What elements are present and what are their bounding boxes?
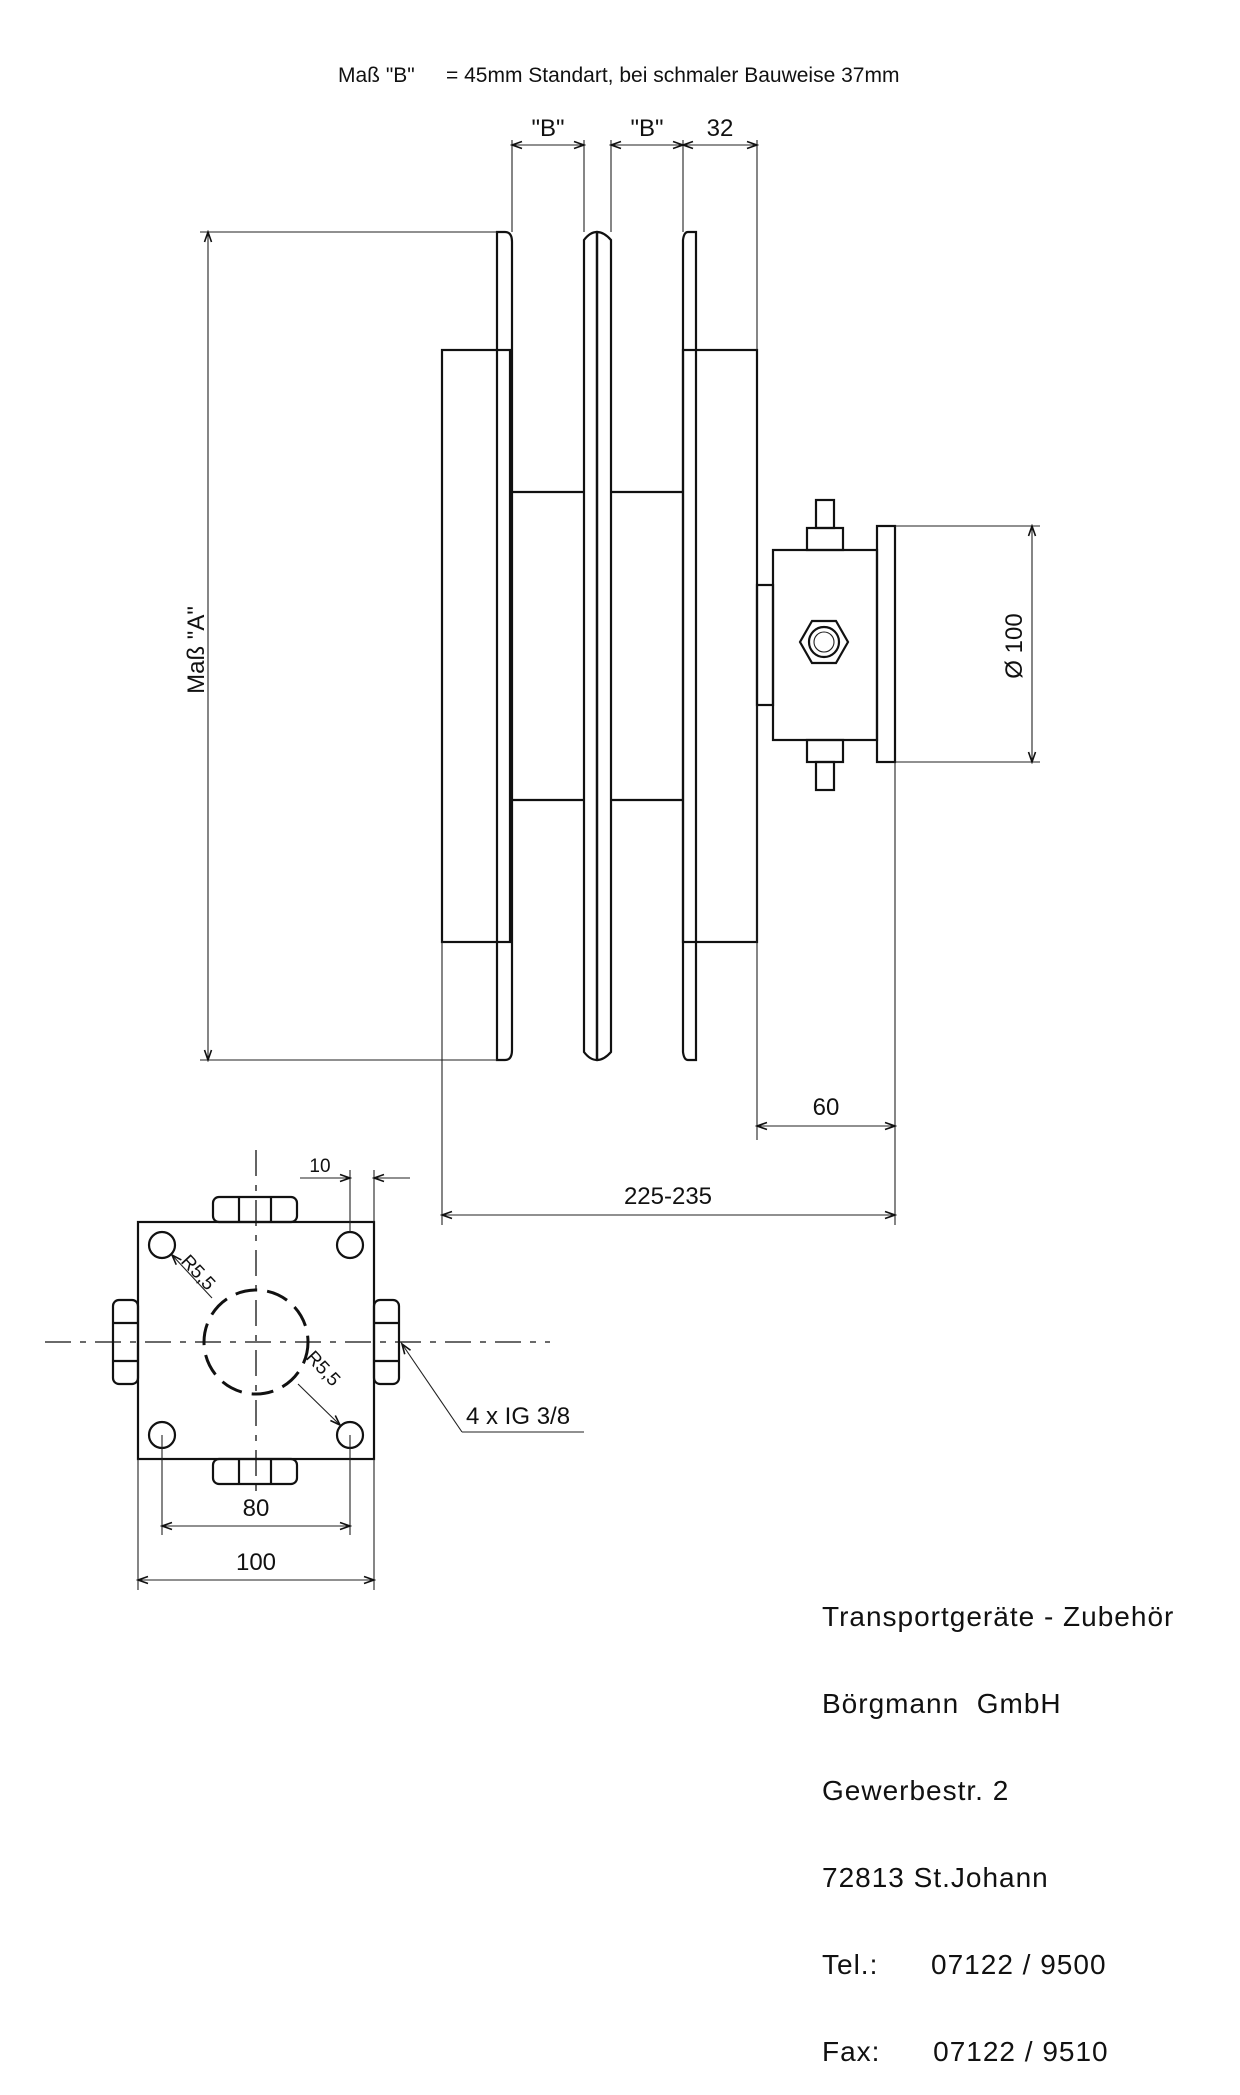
dim-32-label: 32 <box>707 115 734 142</box>
company-line-6: Fax: 07122 / 9510 <box>822 2036 1109 2067</box>
company-line-1: Transportgeräte - Zubehör <box>822 1601 1175 1632</box>
flange-left <box>495 230 514 1062</box>
radius-label-1: R5,5 <box>176 1251 219 1295</box>
company-line-5: Tel.: 07122 / 9500 <box>822 1949 1107 1980</box>
radius-leader-1 <box>172 1255 213 1299</box>
top-bolt-nut <box>805 526 845 552</box>
hidden-shaft-circle <box>202 1288 310 1396</box>
note-label: Maß "B" <box>338 64 415 87</box>
mount-plate-front-view: R5,5 R5,5 4 x IG 3/8 10 80 100 <box>45 1150 584 1590</box>
company-line-2: Börgmann GmbH <box>822 1688 1062 1719</box>
dim-80-label: 80 <box>243 1495 270 1522</box>
dim-b-right-label: "B" <box>630 115 663 142</box>
left-nut <box>111 1298 140 1386</box>
dim-mass-a-label: Maß "A" <box>183 606 210 694</box>
clamp-block <box>771 548 879 742</box>
flange-middle-b <box>595 230 613 1062</box>
left-hub-body <box>440 348 512 944</box>
right-hub-body <box>681 348 759 944</box>
top-bolt-thread <box>814 498 836 530</box>
bottom-bolt-thread <box>814 760 836 792</box>
dim-60-label: 60 <box>813 1094 840 1121</box>
note-text: = 45mm Standart, bei schmaler Bauweise 3… <box>446 64 899 87</box>
mount-hole-top-right <box>335 1230 365 1260</box>
company-address: Transportgeräte - Zubehör Börgmann GmbH … <box>822 1544 1174 2095</box>
thread-label: 4 x IG 3/8 <box>466 1403 570 1430</box>
reel-side-view <box>440 230 759 1062</box>
mount-assembly <box>755 498 897 792</box>
mount-plate <box>875 524 897 764</box>
side-dimensions: "B" "B" 32 Maß "A" Ø 100 60 225-235 <box>183 115 1040 1225</box>
bottom-nut <box>211 1457 299 1486</box>
hex-nut-icon <box>798 619 850 665</box>
top-nut <box>211 1195 299 1224</box>
inner-drum-right <box>612 490 684 802</box>
company-line-3: Gewerbestr. 2 <box>822 1775 1010 1806</box>
inner-drum-left <box>512 490 584 802</box>
bottom-bolt-nut <box>805 738 845 764</box>
technical-drawing: Maß "B" = 45mm Standart, bei schmaler Ba… <box>45 64 1040 1590</box>
company-line-4: 72813 St.Johann <box>822 1862 1049 1893</box>
dim-10-label: 10 <box>309 1156 330 1177</box>
shaft <box>755 583 775 707</box>
dim-total-length-label: 225-235 <box>624 1183 712 1210</box>
dim-100-label: 100 <box>236 1549 276 1576</box>
mount-hole-top-left <box>147 1230 177 1260</box>
dim-b-left-label: "B" <box>531 115 564 142</box>
hex-bore <box>807 625 841 659</box>
flange-middle-a <box>582 230 599 1062</box>
radius-leader-2 <box>297 1383 340 1425</box>
dim-diameter-label: Ø 100 <box>1001 613 1028 678</box>
flange-right <box>681 230 698 1062</box>
right-nut <box>372 1298 401 1386</box>
thread-leader <box>402 1344 463 1433</box>
